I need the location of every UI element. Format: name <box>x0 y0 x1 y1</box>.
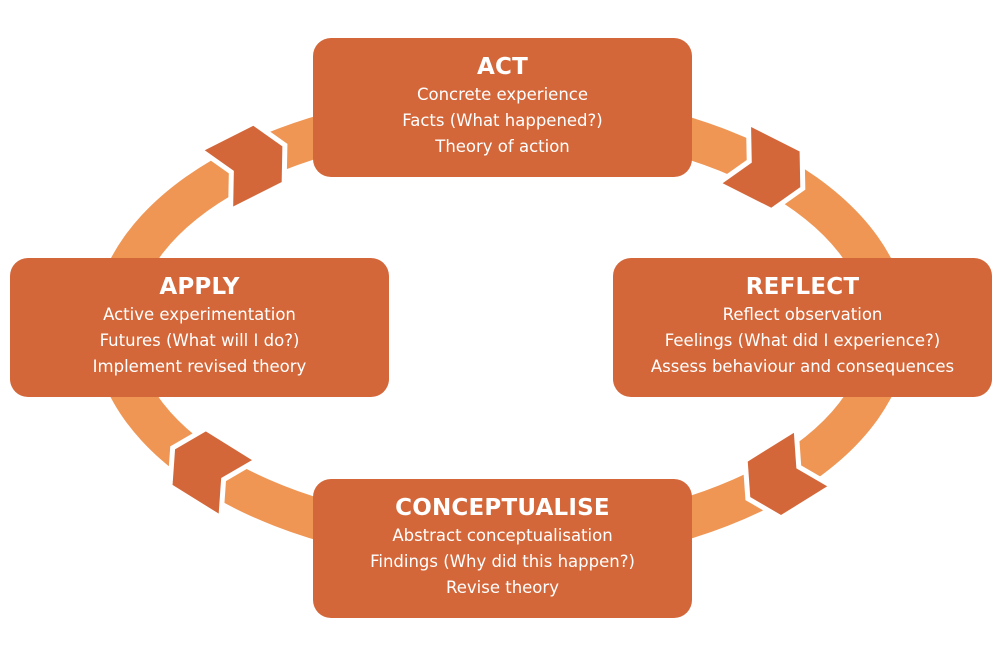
stage-reflect-box: REFLECT Reflect observation Feelings (Wh… <box>613 258 992 397</box>
chevron-right-down-icon <box>713 118 806 214</box>
stage-line: Abstract conceptualisation <box>392 526 613 545</box>
stage-conceptualise-box: CONCEPTUALISE Abstract conceptualisation… <box>313 479 692 618</box>
stage-act-box: ACT Concrete experience Facts (What happ… <box>313 38 692 177</box>
stage-apply-box: APPLY Active experimentation Futures (Wh… <box>10 258 389 397</box>
stage-line: Reflect observation <box>722 305 883 324</box>
stage-line: Facts (What happened?) <box>402 111 603 130</box>
stage-line: Concrete experience <box>416 85 589 104</box>
stage-line: Active experimentation <box>103 305 296 324</box>
chevron-left-up-icon <box>167 425 262 523</box>
chevron-left-down-icon <box>742 424 837 521</box>
stage-line: Implement revised theory <box>92 357 307 376</box>
stage-title: CONCEPTUALISE <box>395 495 610 521</box>
stage-line: Findings (Why did this happen?) <box>370 552 635 571</box>
stage-title: REFLECT <box>745 274 860 300</box>
stage-title: APPLY <box>159 274 240 300</box>
chevron-right-up-icon <box>195 119 288 215</box>
stage-line: Revise theory <box>446 578 559 597</box>
stage-line: Futures (What will I do?) <box>99 331 300 350</box>
stage-line: Feelings (What did I experience?) <box>664 331 941 350</box>
stage-line: Theory of action <box>435 137 570 156</box>
stage-line: Assess behaviour and consequences <box>650 357 955 376</box>
stage-title: ACT <box>477 54 528 80</box>
